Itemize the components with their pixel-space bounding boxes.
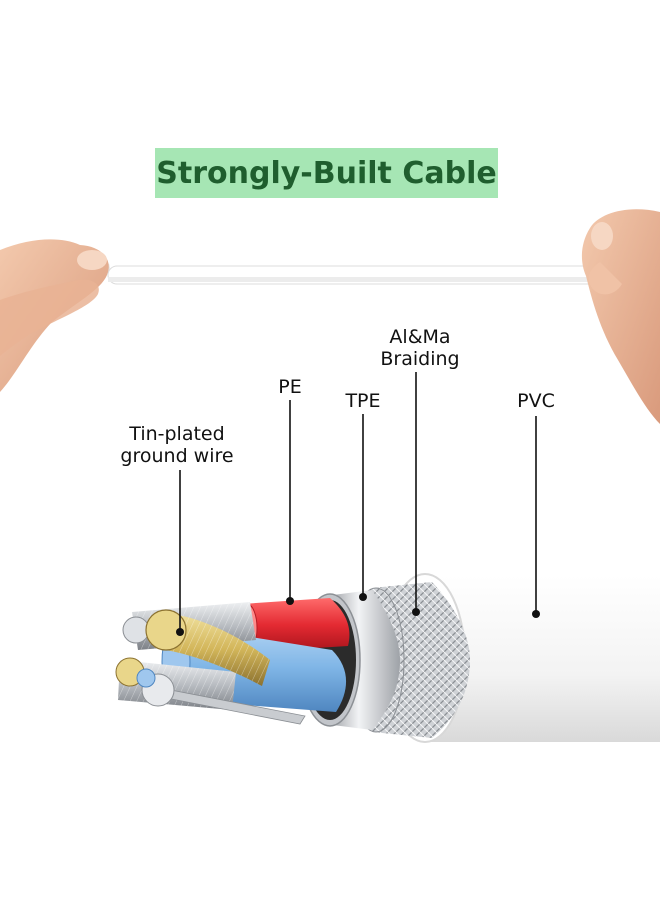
label-braid-line2: Braiding — [380, 348, 460, 370]
leader-lines — [179, 372, 537, 630]
right-hand — [581, 209, 660, 424]
label-pe: PE — [278, 376, 302, 398]
leader-dots — [176, 593, 540, 636]
label-tin-line2: ground wire — [120, 445, 234, 467]
left-hand — [0, 239, 109, 392]
label-braid-line1: Al&Ma — [389, 326, 451, 348]
label-tin-line1: Tin-plated — [129, 423, 225, 445]
tin-plated-ground-wire — [115, 609, 270, 688]
label-tin-plated-ground-wire: Tin-plated ground wire — [112, 423, 242, 467]
label-braiding: Al&Ma Braiding — [370, 326, 470, 370]
label-tpe: TPE — [345, 390, 381, 412]
title-banner: Strongly-Built Cable — [155, 148, 498, 198]
label-pvc: PVC — [517, 390, 555, 412]
